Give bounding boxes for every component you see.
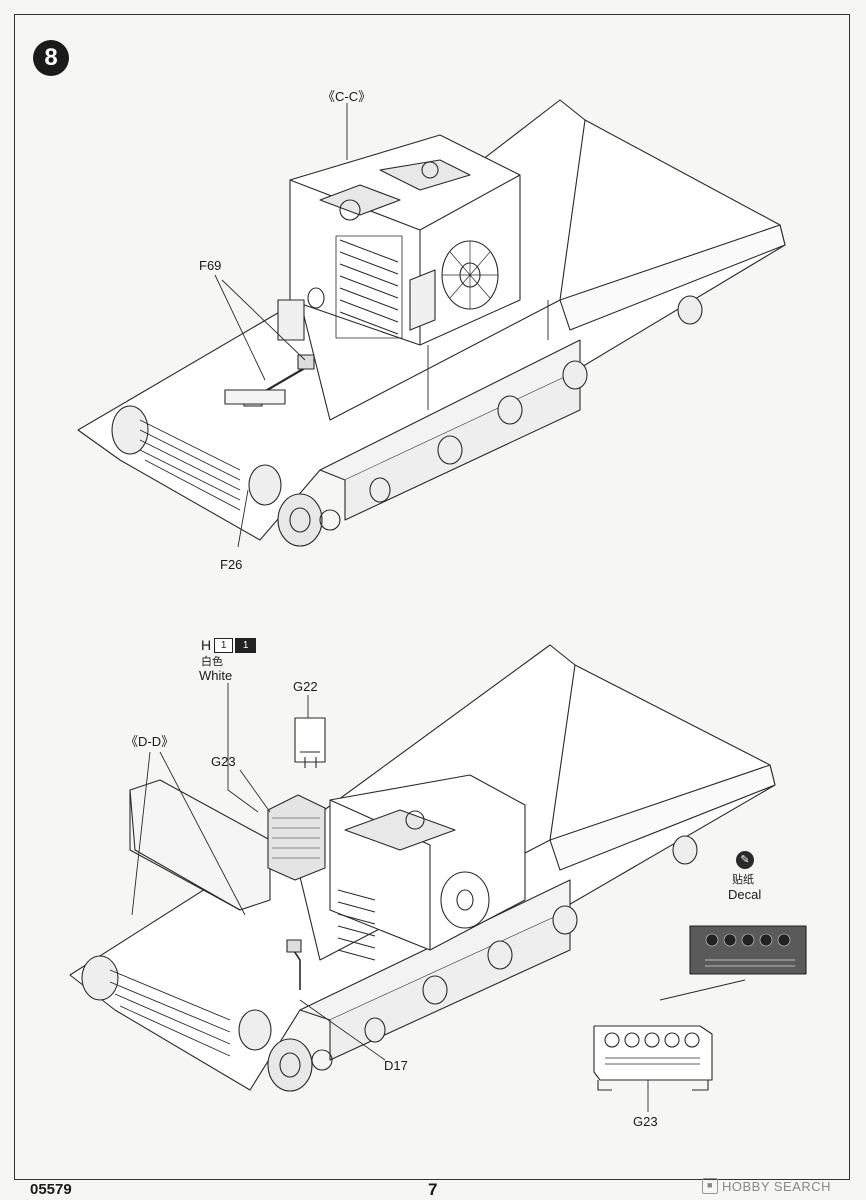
part-label-g23: G23 <box>211 754 236 769</box>
paint-callout: H 1 1 <box>201 637 257 653</box>
paint-name-cn: 白色 <box>201 656 223 668</box>
decal-part-label-g23: G23 <box>633 1114 658 1129</box>
part-label-d17: D17 <box>384 1058 408 1073</box>
watermark: ■ HOBBY SEARCH <box>702 1178 831 1194</box>
decal-icon: ✎ <box>736 851 754 869</box>
decal-placement-drawing <box>593 1025 713 1091</box>
lower-hull-drawing <box>69 644 776 1092</box>
step-number-badge: 8 <box>33 40 69 76</box>
watermark-logo-icon: ■ <box>702 1178 718 1194</box>
section-label-c-c: 《C-C》 <box>322 89 372 104</box>
upper-hull-drawing <box>77 99 786 547</box>
product-code: 05579 <box>30 1181 72 1198</box>
part-label-g22: G22 <box>293 679 318 694</box>
paint-box-light: 1 <box>214 637 234 653</box>
part-label-f69: F69 <box>199 258 222 273</box>
page-border <box>14 14 850 1180</box>
decal-label-cn: 贴纸 <box>732 874 754 886</box>
watermark-text: HOBBY SEARCH <box>722 1178 832 1194</box>
paint-name-en: White <box>199 668 233 683</box>
page-number: 7 <box>428 1180 438 1199</box>
part-label-f26: F26 <box>220 557 243 572</box>
paint-box-dark: 1 <box>235 637 257 653</box>
decal-label-en: Decal <box>728 887 762 902</box>
section-label-d-d: 《D-D》 <box>125 734 175 749</box>
paint-code: H <box>201 637 212 653</box>
decal-panel-drawing <box>689 925 807 975</box>
